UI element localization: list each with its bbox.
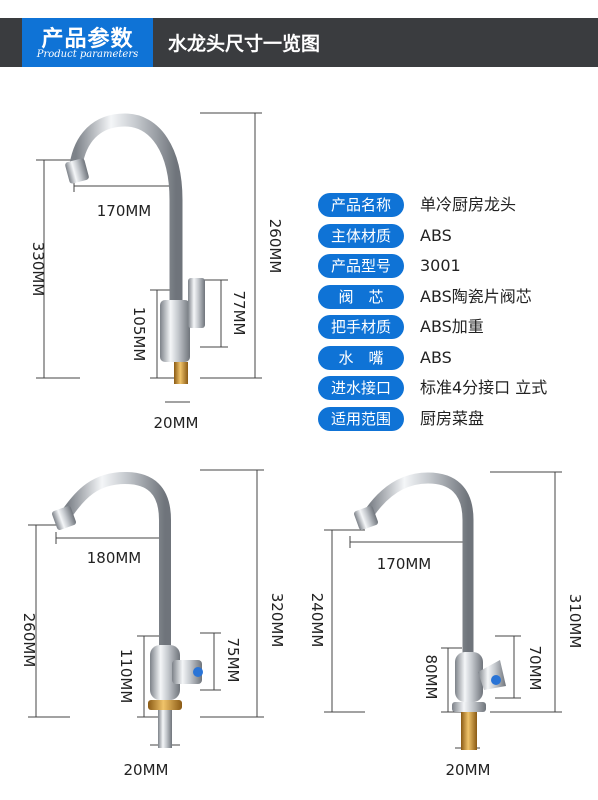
- spec-value: 厨房菜盘: [420, 408, 485, 428]
- faucet-1-inlet: [174, 362, 188, 384]
- badge-title: 产品参数: [41, 27, 134, 52]
- faucet-3-height-total-label: 240MM: [308, 593, 326, 648]
- spec-label: 产品名称: [318, 193, 404, 217]
- faucet-2-inlet: [158, 710, 172, 748]
- faucet-1-spout: [69, 113, 183, 337]
- faucet-3-inlet-label: 20MM: [446, 761, 491, 779]
- faucet-2-inlet-label: 20MM: [124, 761, 169, 779]
- spec-row-application: 适用范围 厨房菜盘: [318, 406, 598, 433]
- faucet-2-aerator: [52, 506, 76, 530]
- spec-label: 水 嘴: [318, 345, 404, 370]
- faucet-1-height-total-label: 330MM: [29, 242, 47, 297]
- faucet-3-height-body-label: 310MM: [566, 594, 584, 649]
- faucet-2-height-body-label: 320MM: [268, 593, 286, 648]
- faucet-2-reach-label: 180MM: [87, 549, 142, 567]
- spec-row-valve: 阀 芯 ABS陶瓷片阀芯: [318, 284, 598, 311]
- faucet-2-indicator-icon: [193, 667, 203, 677]
- badge-subtitle: Product parameters: [36, 49, 139, 60]
- faucet-2-spout: [62, 471, 171, 661]
- faucet-3-spout: [364, 472, 474, 666]
- faucet-1-reach-label: 170MM: [97, 202, 152, 220]
- spec-label: 主体材质: [318, 223, 404, 248]
- faucet-2-height-base-label: 110MM: [117, 649, 135, 704]
- spec-value: ABS加重: [420, 317, 484, 336]
- spec-label: 产品型号: [318, 254, 404, 278]
- faucet-2-nut: [148, 700, 182, 710]
- faucet-3: 170MM 240MM 310MM 80MM 70MM 20MM: [308, 471, 584, 779]
- faucet-1-aerator: [65, 158, 89, 184]
- faucet-1-height-handle-label: 77MM: [230, 291, 248, 336]
- faucet-1: 170MM 330MM 260MM 105MM 77MM 20MM: [29, 112, 284, 432]
- spec-value: ABS: [420, 347, 452, 367]
- faucet-3-height-handle-label: 70MM: [526, 646, 544, 691]
- spec-row-spout: 水 嘴 ABS: [318, 345, 598, 372]
- spec-label: 适用范围: [318, 406, 404, 431]
- header-badge: 产品参数 Product parameters: [22, 18, 153, 67]
- spec-row-name: 产品名称 单冷厨房龙头: [318, 193, 598, 219]
- faucet-2-base: [150, 645, 180, 700]
- spec-label: 把手材质: [318, 315, 404, 339]
- spec-label: 进水接口: [318, 376, 404, 400]
- spec-row-model: 产品型号 3001: [318, 254, 598, 280]
- spec-value: 标准4分接口 立式: [420, 378, 548, 397]
- faucet-2-height-handle-label: 75MM: [224, 638, 242, 683]
- faucet-3-dimension-lines: [324, 471, 562, 749]
- faucet-1-height-base-label: 105MM: [130, 307, 148, 362]
- faucet-3-nut: [452, 702, 486, 712]
- faucet-3-reach-label: 170MM: [377, 555, 432, 573]
- spec-value: ABS陶瓷片阀芯: [420, 286, 532, 306]
- faucet-3-height-base-label: 80MM: [422, 655, 440, 700]
- faucet-3-indicator-icon: [491, 675, 501, 685]
- spec-row-handle-material: 把手材质 ABS加重: [318, 315, 598, 341]
- faucet-2-height-total-label: 260MM: [20, 613, 38, 668]
- spec-value: 单冷厨房龙头: [420, 195, 517, 214]
- faucet-2-handle: [172, 660, 202, 684]
- spec-row-inlet: 进水接口 标准4分接口 立式: [318, 376, 598, 402]
- spec-row-material: 主体材质 ABS: [318, 223, 598, 250]
- faucet-3-base: [455, 652, 483, 702]
- spec-value: 3001: [420, 256, 461, 275]
- faucet-1-height-body-label: 260MM: [266, 219, 284, 274]
- faucet-1-base: [160, 300, 190, 362]
- faucet-3-inlet: [461, 712, 477, 750]
- spec-value: ABS: [420, 225, 452, 245]
- page-title: 水龙头尺寸一览图: [168, 33, 321, 55]
- faucet-1-handle: [188, 278, 205, 328]
- faucet-1-inlet-label: 20MM: [154, 414, 199, 432]
- faucet-2: 180MM 260MM 320MM 110MM 75MM 20MM: [20, 469, 286, 779]
- header-bar: 产品参数 Product parameters 水龙头尺寸一览图: [0, 18, 598, 67]
- faucet-1-dimension-lines: [36, 112, 262, 403]
- spec-label: 阀 芯: [318, 284, 404, 309]
- faucet-3-aerator: [354, 506, 378, 530]
